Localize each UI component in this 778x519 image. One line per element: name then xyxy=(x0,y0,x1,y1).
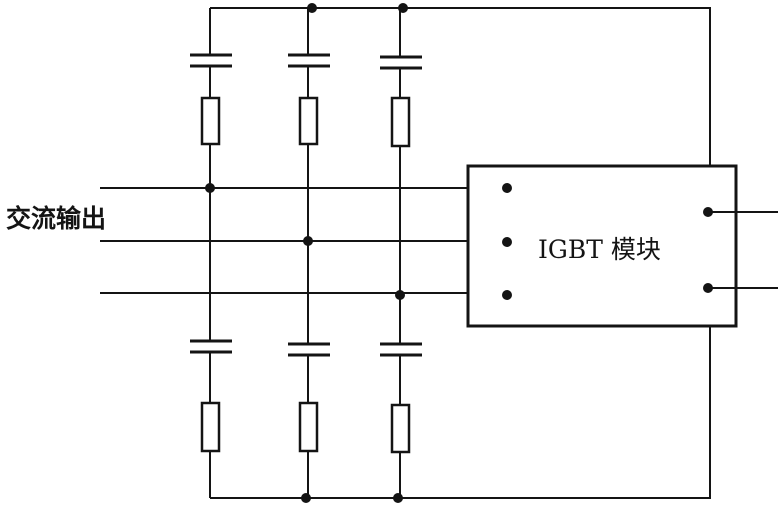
igbt-module-label: IGBT 模块 xyxy=(538,235,661,264)
node-top-bus-column-2 xyxy=(307,3,317,13)
snubber-column-1 xyxy=(190,8,232,498)
column-2-lower-resistor xyxy=(298,401,319,453)
node-column-2-ac-line-2 xyxy=(303,236,313,246)
node-bottom-bus-column-3 xyxy=(393,493,403,503)
column-1-lower-resistor xyxy=(200,401,221,453)
node-bottom-bus-column-2 xyxy=(301,493,311,503)
node-column-1-ac-line-1 xyxy=(205,183,215,193)
igbt-terminal-ac-1 xyxy=(502,183,512,193)
igbt-terminal-ac-3 xyxy=(502,290,512,300)
bottom-dc-bus-wire xyxy=(210,288,711,499)
igbt-module-box xyxy=(466,164,738,328)
column-1-upper-resistor xyxy=(200,96,221,146)
column-3-upper-resistor xyxy=(390,96,411,148)
igbt-terminal-dc-positive xyxy=(703,207,713,217)
column-3-lower-resistor xyxy=(390,403,411,454)
column-2-upper-resistor xyxy=(298,96,319,146)
igbt-terminal-ac-2 xyxy=(502,237,512,247)
snubber-column-2 xyxy=(288,8,330,498)
node-top-bus-column-3 xyxy=(398,3,408,13)
igbt-terminal-dc-negative xyxy=(703,283,713,293)
top-dc-bus-wire xyxy=(210,7,711,212)
ac-output-label: 交流输出 xyxy=(6,204,107,233)
node-column-3-ac-line-3 xyxy=(395,290,405,300)
snubber-column-3 xyxy=(380,8,422,498)
